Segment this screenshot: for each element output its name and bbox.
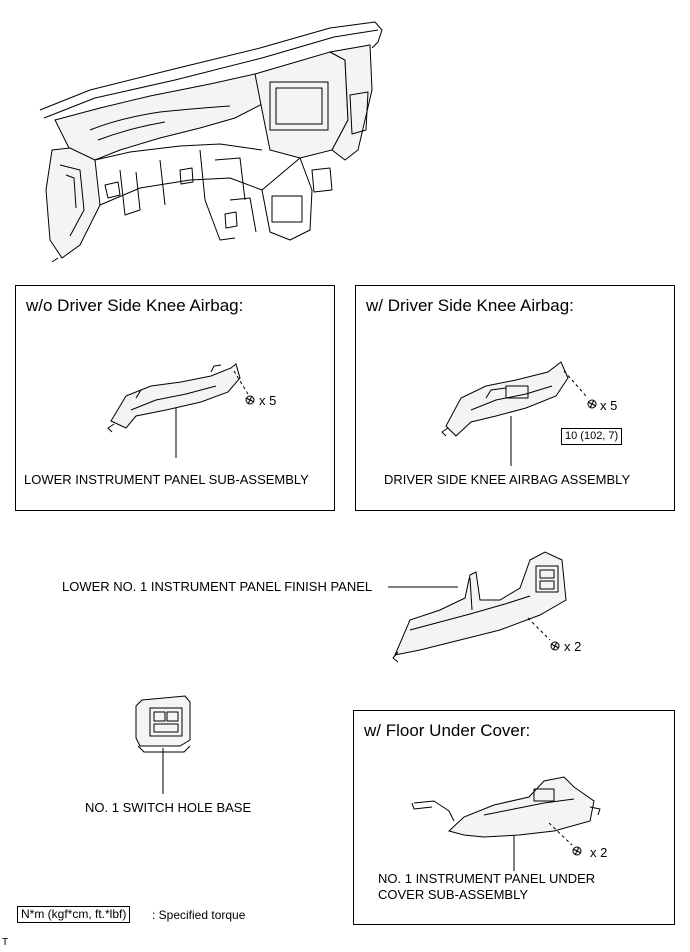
panel-without-knee-airbag: w/o Driver Side Knee Airbag: x 5 LOWER I… [15, 285, 335, 511]
bolt-quantity: x 2 [590, 845, 608, 860]
torque-spec: 10 (102, 7) [561, 428, 623, 445]
part-label-line1: NO. 1 INSTRUMENT PANEL UNDER [378, 871, 596, 886]
corner-mark: T [2, 937, 9, 948]
bolt-quantity: x 5 [259, 393, 277, 408]
part-label: DRIVER SIDE KNEE AIRBAG ASSEMBLY [384, 472, 631, 487]
under-cover-icon [411, 776, 601, 838]
torque-legend-symbol: N*m (kgf*cm, ft.*lbf) [17, 906, 131, 923]
panel-title: w/ Driver Side Knee Airbag: [366, 296, 574, 315]
bolt-icon [550, 641, 560, 651]
bolt-icon [587, 399, 597, 409]
panel-with-floor-under-cover: w/ Floor Under Cover: x 2 NO. 1 INSTRUME… [353, 710, 675, 925]
switch-hole-base-icon [135, 695, 191, 753]
bolt-icon [572, 846, 582, 856]
panel-with-knee-airbag: w/ Driver Side Knee Airbag: x 5 10 (102,… [355, 285, 675, 511]
finish-panel-bolt-quantity: x 2 [564, 639, 582, 654]
switch-hole-base-label: NO. 1 SWITCH HOLE BASE [85, 800, 252, 815]
finish-panel-label: LOWER NO. 1 INSTRUMENT PANEL FINISH PANE… [62, 579, 373, 594]
lower-instrument-panel-icon [107, 363, 241, 433]
bolt-icon [245, 395, 255, 405]
part-label-line2: COVER SUB-ASSEMBLY [378, 887, 529, 902]
knee-airbag-icon [441, 361, 569, 437]
torque-legend-text: : Specified torque [152, 908, 246, 922]
dashboard-assembly-icon [39, 21, 383, 263]
finish-panel-icon [392, 551, 567, 663]
panel-title: w/ Floor Under Cover: [364, 721, 531, 740]
panel-title: w/o Driver Side Knee Airbag: [26, 296, 244, 315]
part-label: LOWER INSTRUMENT PANEL SUB-ASSEMBLY [24, 472, 309, 487]
bolt-quantity: x 5 [600, 398, 618, 413]
